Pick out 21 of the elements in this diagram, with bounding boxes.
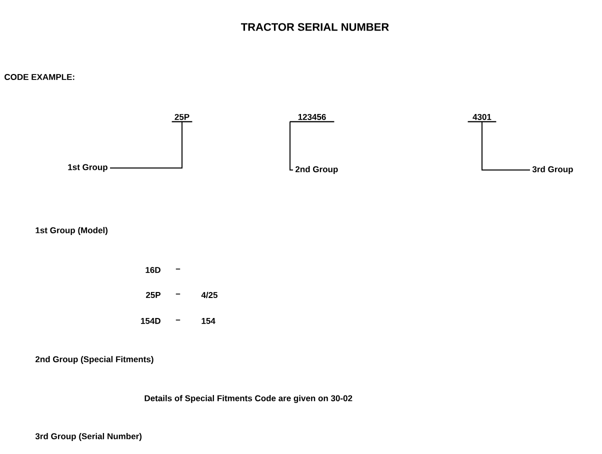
group-label: 3rd Group: [532, 166, 573, 174]
table-text: 154D: [141, 318, 160, 324]
section-heading: 3rd Group (Serial Number): [35, 433, 142, 441]
heading: CODE EXAMPLE:: [4, 74, 74, 80]
group-label: 2nd Group: [296, 166, 338, 174]
section-heading: 2nd Group (Special Fitments): [36, 356, 154, 364]
leader-line: [482, 121, 530, 170]
code-value: 25P: [172, 114, 192, 122]
group-label: 1st Group: [68, 164, 108, 172]
table-text: 25P: [146, 292, 161, 298]
leader-line: [110, 121, 182, 168]
title: TRACTOR SERIAL NUMBER: [240, 23, 389, 31]
table-text: –: [176, 268, 180, 270]
table-text: 154: [202, 318, 216, 324]
table-text: 16D: [146, 266, 160, 273]
code-value: 4301: [468, 114, 496, 122]
table-text: 4/25: [201, 292, 218, 298]
note-text: Details of Special Fitments Code are given on 30-02: [144, 395, 352, 403]
section-heading: 1st Group (Model): [36, 227, 108, 235]
leader-line: [290, 121, 294, 170]
code-value: 123456: [290, 114, 334, 122]
